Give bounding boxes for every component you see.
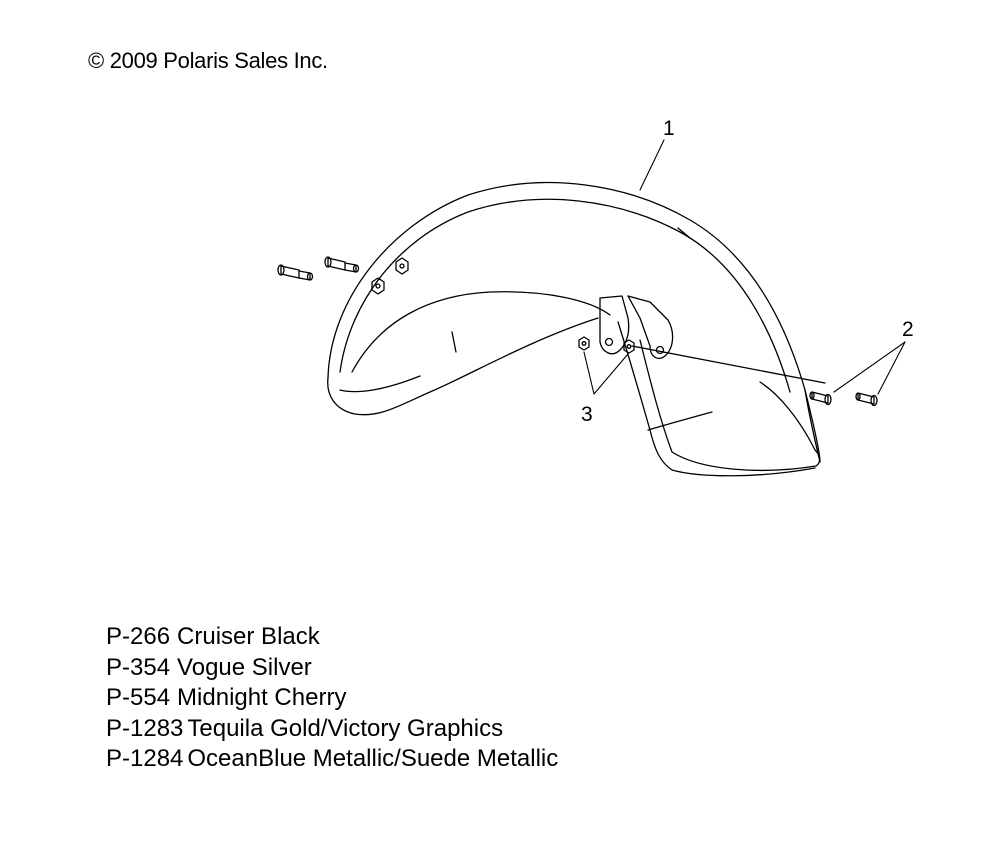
fender-exploded-diagram: 1 2 3	[277, 117, 914, 477]
paint-name: OceanBlue Metallic/Suede Metallic	[187, 745, 559, 772]
callout-2: 2	[902, 318, 914, 341]
paint-name: Midnight Cherry	[177, 684, 347, 711]
bolts-right	[809, 391, 878, 407]
paint-name: Cruiser Black	[177, 623, 320, 650]
nuts-left	[371, 257, 409, 295]
bolts-left	[277, 256, 360, 281]
paint-name: Tequila Gold/Victory Graphics	[187, 714, 504, 742]
front-fender	[327, 182, 821, 477]
copyright-text: © 2009 Polaris Sales Inc.	[88, 48, 328, 73]
paint-code: P-1283	[106, 714, 184, 742]
paint-code: P-266	[106, 623, 171, 650]
mounting-brackets	[599, 295, 826, 384]
paint-code: P-554	[106, 684, 171, 711]
nuts-item-3	[578, 336, 635, 354]
leader-lines	[583, 139, 906, 395]
callout-1: 1	[663, 117, 675, 140]
paint-name: Vogue Silver	[177, 653, 312, 681]
callout-3: 3	[581, 403, 593, 426]
paint-code: P-1284	[106, 745, 184, 772]
paint-code: P-354	[106, 653, 171, 681]
